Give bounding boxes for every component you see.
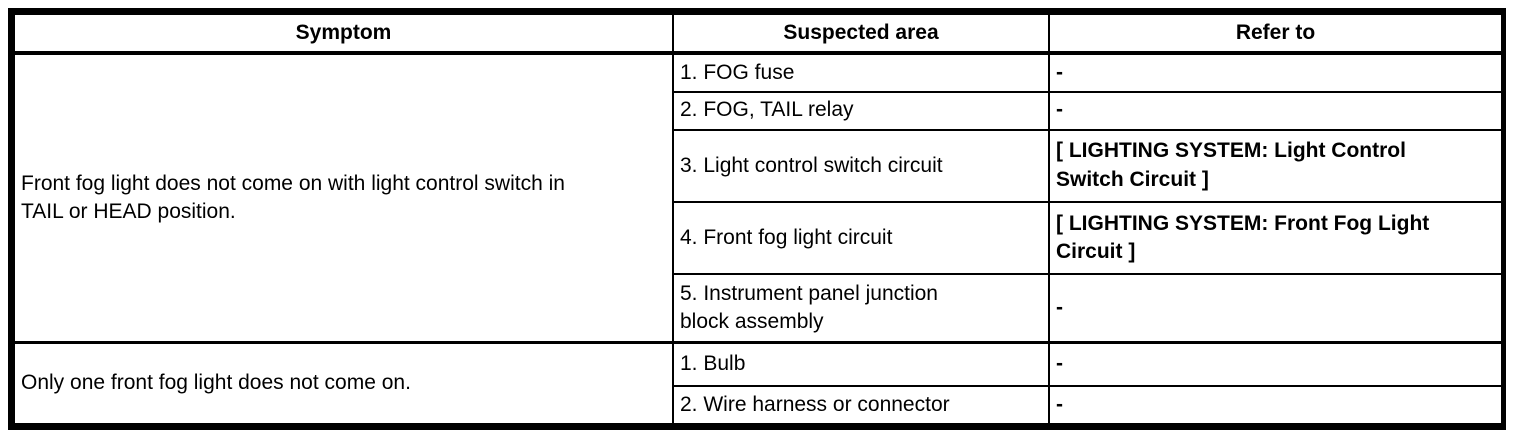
refer-to-cell: [ LIGHTING SYSTEM: Front Fog Light Circu… <box>1048 200 1503 276</box>
table-row: Front fog light does not come on with li… <box>13 52 1503 344</box>
column-header-suspected-area: Suspected area <box>672 12 1050 56</box>
table-row: 5. Instrument panel junction block assem… <box>14 273 1503 344</box>
suspected-area-cell: 4. Front fog light circuit <box>672 200 1050 276</box>
refer-to-cell: - <box>1048 90 1503 131</box>
refer-to-cell: - <box>1048 52 1503 93</box>
table-body: Front fog light does not come on with li… <box>13 52 1503 426</box>
suspected-area-cell: 5. Instrument panel junction block assem… <box>672 273 1050 344</box>
symptom-troubleshooting-table: Symptom Suspected area Refer to Front fo… <box>13 12 1503 426</box>
suspected-area-cell: 1. FOG fuse <box>672 52 1050 93</box>
suspected-area-cell: 2. Wire harness or connector <box>672 384 1050 426</box>
suspected-area-cell: 3. Light control switch circuit <box>672 128 1050 203</box>
table-row: 3. Light control switch circuit [ LIGHTI… <box>14 128 1503 203</box>
suspected-area-cell: 1. Bulb <box>672 341 1050 387</box>
refer-to-cell: - <box>1048 273 1503 344</box>
column-header-refer-to: Refer to <box>1048 12 1503 56</box>
column-header-symptom: Symptom <box>13 12 674 56</box>
refer-to-cell: - <box>1048 384 1503 426</box>
table-row: Only one front fog light does not come o… <box>13 341 1503 426</box>
table-row: 2. Wire harness or connector - <box>14 384 1503 426</box>
table-row: 2. FOG, TAIL relay - <box>14 90 1503 131</box>
refer-to-cell: [ LIGHTING SYSTEM: Light Control Switch … <box>1048 128 1503 203</box>
symptom-table-frame: Symptom Suspected area Refer to Front fo… <box>8 8 1506 430</box>
suspected-area-cell: 2. FOG, TAIL relay <box>672 90 1050 131</box>
symptom-cell-front-fog-both: Front fog light does not come on with li… <box>13 52 674 344</box>
header-row: Symptom Suspected area Refer to <box>13 12 1503 56</box>
symptom-cell-front-fog-one: Only one front fog light does not come o… <box>13 341 674 426</box>
table-header: Symptom Suspected area Refer to <box>13 12 1503 56</box>
table-row: 4. Front fog light circuit [ LIGHTING SY… <box>14 200 1503 276</box>
refer-to-cell: - <box>1048 341 1503 387</box>
